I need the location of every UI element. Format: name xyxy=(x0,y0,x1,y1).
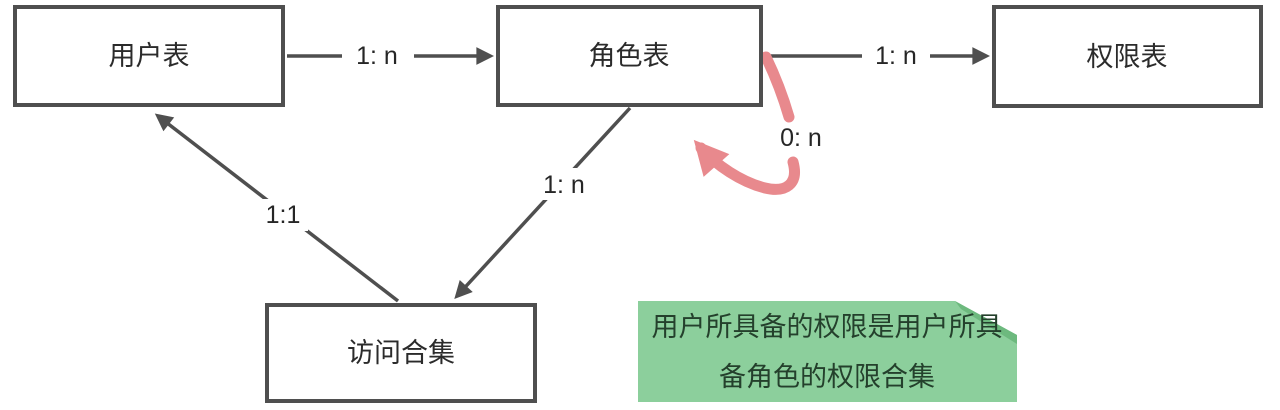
self-loop-upper-stroke xyxy=(760,51,795,123)
node-label-access-collection: 访问合集 xyxy=(347,338,455,368)
edge-label-backing xyxy=(529,168,601,200)
edge-label-backing xyxy=(862,41,930,71)
node-box xyxy=(265,303,537,403)
note-body xyxy=(638,301,1017,402)
edge-label-access-user: 1:1 xyxy=(266,201,301,229)
edge-role-self-loop: 0: n xyxy=(693,51,822,195)
node-box xyxy=(992,5,1263,108)
edge-label-backing xyxy=(342,41,414,71)
node-permission-table: 权限表 xyxy=(992,5,1263,108)
node-access-collection: 访问合集 xyxy=(265,303,537,403)
node-role-table: 角色表 xyxy=(496,5,763,107)
edge-access-to-user: 1:1 xyxy=(154,113,400,303)
edge-role-to-access: 1: n xyxy=(454,106,632,299)
edge-label-backing xyxy=(258,199,308,231)
node-label-user-table: 用户表 xyxy=(109,41,190,71)
node-box xyxy=(496,5,763,107)
edge-user-to-role: 1: n xyxy=(287,41,495,71)
node-label-role-table: 角色表 xyxy=(589,41,670,71)
note-text-line2: 备角色的权限合集 xyxy=(719,362,935,392)
node-label-permission-table: 权限表 xyxy=(1087,42,1168,72)
edge-label-user-role: 1: n xyxy=(356,42,398,70)
self-loop-curve xyxy=(693,139,800,195)
edge-line xyxy=(454,106,632,299)
note-folded-corner xyxy=(955,301,1017,344)
edge-label-role-permission: 1: n xyxy=(875,42,917,70)
node-user-table: 用户表 xyxy=(13,5,285,107)
note-text-line1: 用户所具备的权限是用户所具 xyxy=(652,312,1003,342)
edge-role-to-permission: 1: n xyxy=(765,41,991,71)
edge-label-self-loop: 0: n xyxy=(780,124,822,152)
node-box xyxy=(13,5,285,107)
edge-label-role-access: 1: n xyxy=(543,171,585,199)
note-permission-rule: 用户所具备的权限是用户所具 备角色的权限合集 xyxy=(638,301,1017,402)
